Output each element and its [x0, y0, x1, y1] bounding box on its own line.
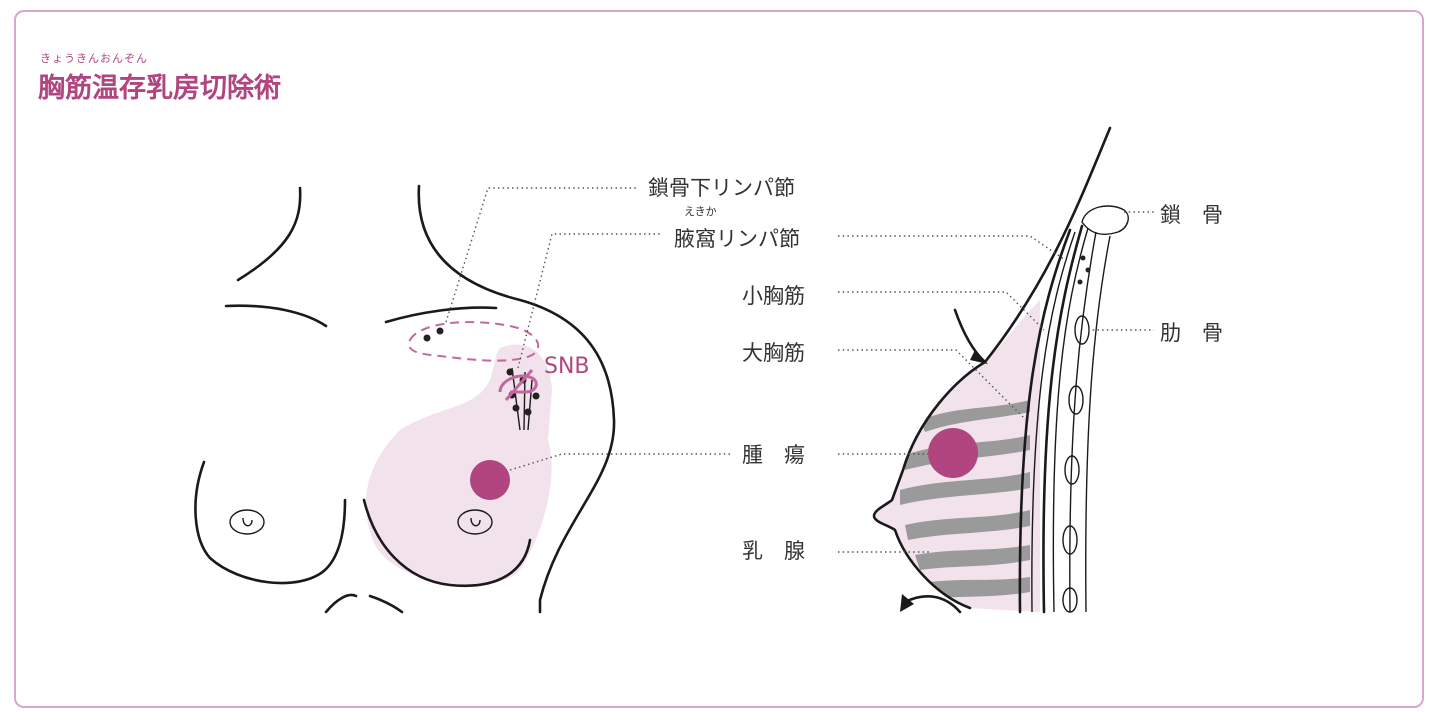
rib-4: [1062, 525, 1078, 555]
node-subclavian-1: [423, 334, 431, 342]
label-tumor: 腫 瘍: [742, 443, 805, 467]
incision-arrowhead-top: [970, 350, 988, 364]
page-title: 胸筋温存乳房切除術: [38, 73, 281, 104]
label-pec-minor: 小胸筋: [742, 284, 805, 308]
node-subclavian-2: [436, 327, 444, 335]
nipple-right-inner: [470, 517, 481, 527]
node-axillary-6: [524, 408, 532, 416]
leader-axillary-side: [838, 235, 1069, 263]
shoulder-right-line: [417, 184, 616, 614]
side-body-outline: [872, 126, 1112, 610]
label-axillary: 腋窩リンパ節: [674, 227, 800, 251]
label-mammary: 乳 腺: [742, 539, 805, 563]
breast-left-outline: [194, 460, 347, 585]
side-node-3: [1077, 279, 1083, 285]
diagram-card: [14, 10, 1424, 708]
snb-marker-stroke: [504, 369, 534, 401]
title-reading: きょうきんおんぞん: [40, 52, 148, 65]
snb-marker: [498, 374, 538, 394]
label-snb: SNB: [544, 354, 590, 379]
label-subclavian: 鎖骨下リンパ節: [648, 176, 795, 200]
tumor-side: [928, 428, 978, 478]
nipple-left: [229, 509, 265, 535]
breast-right-outline: [362, 498, 532, 588]
front-torso: [194, 184, 616, 614]
label-clavicle: 鎖 骨: [1160, 203, 1223, 227]
chest-wall-line: [1069, 231, 1097, 613]
label-rib: 肋 骨: [1160, 321, 1223, 345]
chest-wall-line-2: [1085, 235, 1111, 613]
sternum-left: [324, 593, 358, 614]
pec-major-inner: [1031, 231, 1076, 613]
node-axillary-4: [532, 392, 540, 400]
leader-pec-major: [838, 349, 1027, 421]
sternum-right: [368, 594, 404, 614]
node-axillary-5: [512, 404, 520, 412]
clavicle-bone: [1081, 205, 1129, 235]
incision-arrowhead-bottom: [900, 594, 914, 612]
label-pec-major: 大胸筋: [742, 341, 805, 365]
pec-major-outer: [1018, 228, 1072, 614]
side-view: [872, 126, 1129, 614]
rib-3: [1064, 455, 1080, 485]
label-axillary-reading: えきか: [684, 205, 717, 218]
side-node-1: [1080, 255, 1086, 261]
nipple-left-inner: [242, 517, 253, 527]
incision-arrow-bottom: [903, 595, 962, 614]
leader-axillary: [517, 233, 662, 369]
rib-5: [1062, 587, 1078, 613]
dashed-region-subclavian: [408, 321, 540, 362]
rib-2: [1068, 385, 1084, 415]
clavicle-right-line: [384, 306, 498, 324]
side-node-2: [1085, 267, 1091, 273]
node-axillary-1: [506, 368, 514, 376]
leader-subclavian: [445, 187, 636, 323]
clavicle-left-line: [224, 304, 328, 328]
tumor-front: [470, 460, 510, 500]
pec-minor-outer: [1042, 224, 1084, 614]
neck-left-line: [236, 186, 302, 282]
resection-area: [365, 344, 552, 585]
nipple-right: [457, 509, 493, 535]
pec-minor-inner: [1052, 227, 1089, 613]
